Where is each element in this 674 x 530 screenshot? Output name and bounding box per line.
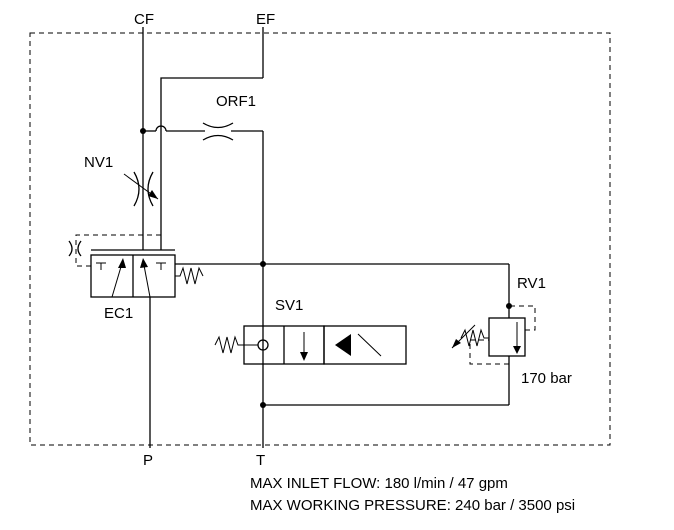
rv1-setting-label: 170 bar — [521, 370, 572, 387]
port-ef-label: EF — [256, 11, 275, 28]
ec1-label: EC1 — [104, 305, 133, 322]
tank-return-line — [263, 356, 510, 406]
port-p-label: P — [143, 452, 153, 469]
orf1-orifice-symbol — [202, 122, 234, 141]
port-t-label: T — [256, 452, 265, 469]
junction-dot — [506, 303, 512, 309]
max-working-pressure-note: MAX WORKING PRESSURE: 240 bar / 3500 psi — [250, 497, 575, 514]
rv1-relief-valve-symbol — [451, 305, 536, 365]
max-inlet-flow-note: MAX INLET FLOW: 180 l/min / 47 gpm — [250, 475, 508, 492]
junction-dot — [260, 402, 266, 408]
port-cf-label: CF — [134, 11, 154, 28]
cf-p-line — [142, 27, 151, 448]
junction-dot — [140, 128, 146, 134]
orf1-label: ORF1 — [216, 93, 256, 110]
junction-dot — [260, 261, 266, 267]
manifold-boundary — [29, 32, 611, 446]
sv1-solenoid-valve-symbol — [214, 325, 407, 365]
rv1-label: RV1 — [517, 275, 546, 292]
pilot-line — [175, 263, 510, 318]
ec1-valve-symbol — [68, 234, 204, 298]
sv1-label: SV1 — [275, 297, 303, 314]
nv1-label: NV1 — [84, 154, 113, 171]
ef-line — [160, 27, 264, 250]
nv1-needle-valve-symbol — [123, 171, 159, 207]
